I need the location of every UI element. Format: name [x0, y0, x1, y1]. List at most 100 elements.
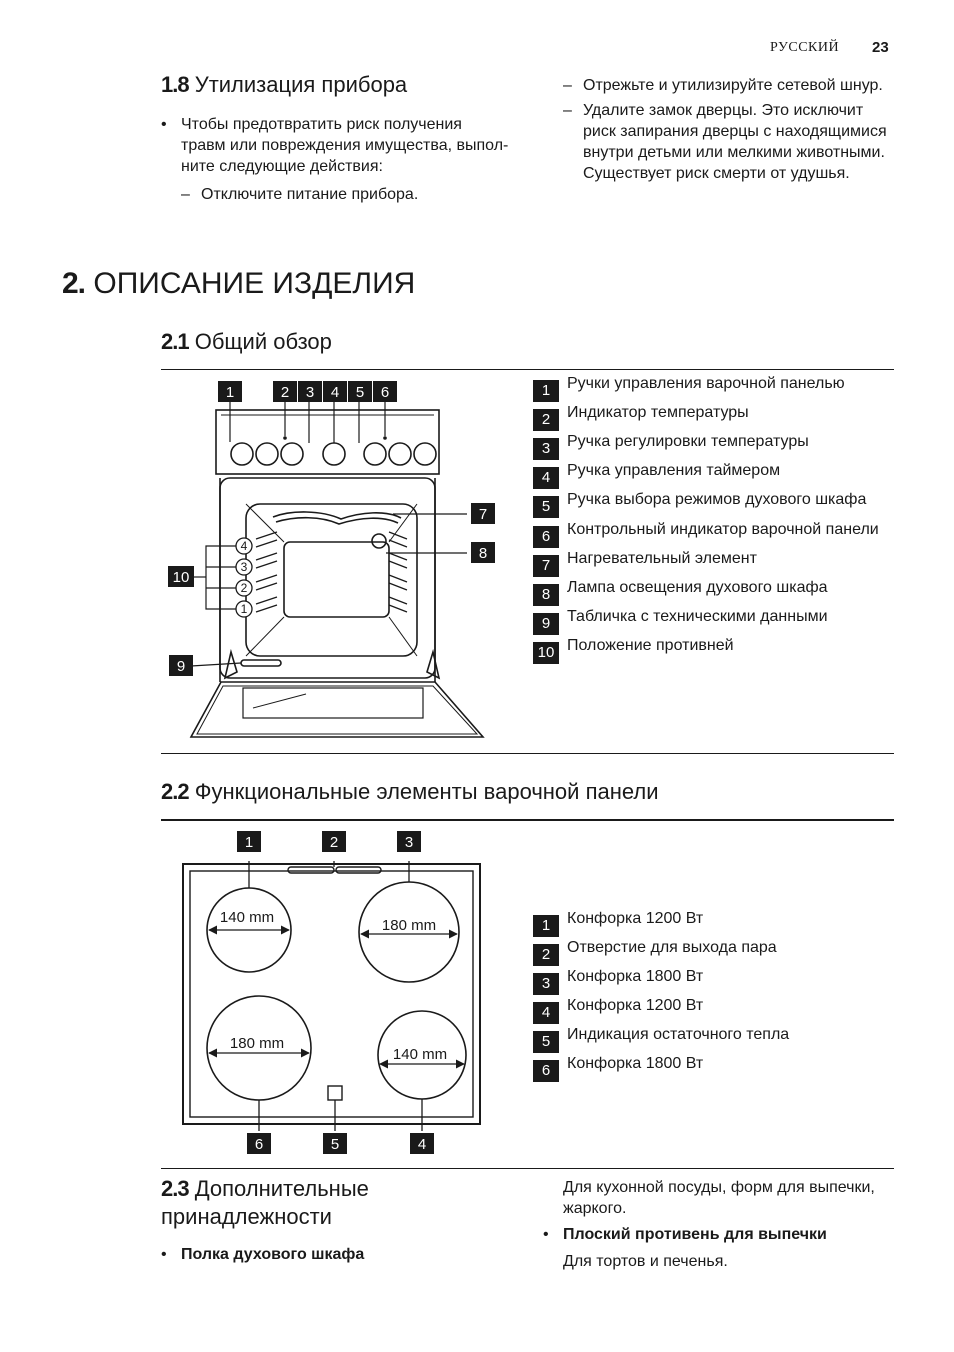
shelf-position-label: 4: [241, 539, 248, 553]
legend-text: Нагревательный элемент: [567, 550, 757, 567]
legend-number: 6: [533, 1060, 559, 1082]
zone-diameter-label: 140 mm: [220, 909, 274, 926]
heating-element: [272, 511, 402, 520]
accessory-item: • Плоский противень для выпечки: [543, 1224, 903, 1246]
dash-text-line: Удалите замок дверцы. Это исключит: [583, 102, 864, 119]
callout-badge: [322, 831, 346, 852]
callout-label: 4: [331, 384, 339, 401]
callout-badge: [298, 381, 322, 402]
dash-marker: –: [181, 186, 190, 203]
callout-label: 6: [381, 384, 389, 401]
legend-text: Ручки управления варочной панелью: [567, 375, 845, 392]
oven-lamp: [371, 533, 387, 549]
legend-number: 6: [533, 526, 559, 548]
callout-label: 8: [479, 545, 487, 562]
chapter-2-heading: 2. ОПИСАНИЕ ИЗДЕЛИЯ: [62, 266, 415, 302]
steam-vent: [287, 866, 335, 874]
legend-number: 3: [533, 973, 559, 995]
callout-badge: [273, 381, 297, 402]
hob-knob: [413, 442, 437, 466]
section-title-line: принадлежности: [161, 1204, 332, 1229]
bullet-text-line: ните следующие действия:: [181, 158, 383, 175]
function-knob: [363, 442, 387, 466]
callout-badge: [348, 381, 372, 402]
callout-label: 7: [479, 506, 487, 523]
legend-number: 1: [533, 380, 559, 402]
accessory-title: Плоский противень для выпечки: [563, 1226, 827, 1243]
legend-text: Конфорка 1800 Вт: [567, 968, 704, 985]
callout-label: 2: [281, 384, 289, 401]
accessory-description: Для тортов и печенья.: [563, 1253, 728, 1270]
callout-label: 3: [405, 834, 413, 851]
callout-label: 5: [356, 384, 364, 401]
oven-overview-diagram: 4 3 2 1 1 2 3 4 5 6: [168, 381, 495, 738]
callout-label: 9: [177, 658, 185, 675]
control-panel: [215, 409, 440, 475]
accessory-description: Для кухонной посуды, форм для выпечки, ж…: [563, 1177, 903, 1219]
legend-text: Контрольный индикатор варочной панели: [567, 521, 879, 538]
accessory-title: Полка духового шкафа: [181, 1246, 365, 1263]
callout-label: 2: [330, 834, 338, 851]
section-number: 2.2: [161, 779, 190, 804]
dash-text-line: внутри детьми или мелкими животными.: [583, 144, 885, 161]
callout-label: 4: [418, 1136, 426, 1153]
callout-label: 1: [245, 834, 253, 851]
legend-text: Табличка с техническими данными: [567, 608, 828, 625]
dash-marker: –: [563, 102, 572, 119]
section-number: 2.3: [161, 1176, 190, 1201]
door-glass: [242, 687, 424, 719]
shelf-position-label: 1: [241, 602, 248, 616]
accessory-item: • Полка духового шкафа: [161, 1244, 521, 1266]
callout-badge: [247, 1133, 271, 1154]
legend-number: 2: [533, 944, 559, 966]
legend-text: Положение противней: [567, 637, 734, 654]
legend-text: Ручка регулировки температуры: [567, 433, 809, 450]
description-line: Для кухонной посуды, форм для выпечки,: [563, 1179, 875, 1196]
hob-knob: [388, 442, 412, 466]
legend-text: Лампа освещения духового шкафа: [567, 579, 828, 596]
callout-badge: [323, 1133, 347, 1154]
cavity-back-wall: [283, 541, 390, 618]
callout-label: 1: [226, 384, 234, 401]
shelf-position-label: 3: [241, 560, 248, 574]
legend-number: 2: [533, 409, 559, 431]
steam-vent: [335, 866, 382, 874]
dash-marker: –: [563, 77, 572, 94]
callout-badge: [471, 542, 495, 563]
dash-text-line: Существует риск смерти от удушья.: [583, 165, 850, 182]
chapter-title: ОПИСАНИЕ ИЗДЕЛИЯ: [93, 267, 416, 300]
callout-badge: [410, 1133, 434, 1154]
bullet-item: • Чтобы предотвратить риск получения тра…: [161, 114, 521, 180]
rating-plate: [240, 659, 282, 667]
zone-diameter-label: 180 mm: [230, 1035, 284, 1052]
legend-number: 9: [533, 613, 559, 635]
callout-badge: [471, 503, 495, 524]
page-number: 23: [872, 39, 889, 56]
callout-badge: [218, 381, 242, 402]
bullet-text-line: Чтобы предотвратить риск получения: [181, 116, 462, 133]
bullet-marker: •: [161, 116, 167, 133]
callout-badge: [323, 381, 347, 402]
legend-text: Отверстие для выхода пара: [567, 939, 777, 956]
legend-text: Конфорка 1800 Вт: [567, 1055, 704, 1072]
legend-number: 8: [533, 584, 559, 606]
section-number: 1.8: [161, 72, 190, 97]
section-title: Утилизация прибора: [194, 72, 408, 97]
legend-number: 10: [533, 642, 559, 664]
legend-number: 4: [533, 1002, 559, 1024]
timer-knob: [322, 442, 346, 466]
section-2-1-heading: 2.1 Общий обзор: [161, 328, 332, 356]
temperature-indicator: [283, 436, 287, 440]
legend-number: 1: [533, 915, 559, 937]
hob-knob: [255, 442, 279, 466]
legend-text: Индикатор температуры: [567, 404, 749, 421]
callout-label: 5: [331, 1136, 339, 1153]
section-rule: [161, 753, 894, 754]
callout-label: 6: [255, 1136, 263, 1153]
hob-indicator: [383, 436, 387, 440]
hob-surface: [182, 863, 481, 1125]
zone-diameter-label: 140 mm: [393, 1046, 447, 1063]
temperature-knob: [280, 442, 304, 466]
dash-text: Отрежьте и утилизируйте сетевой шнур.: [583, 77, 883, 94]
legend-text: Конфорка 1200 Вт: [567, 910, 704, 927]
